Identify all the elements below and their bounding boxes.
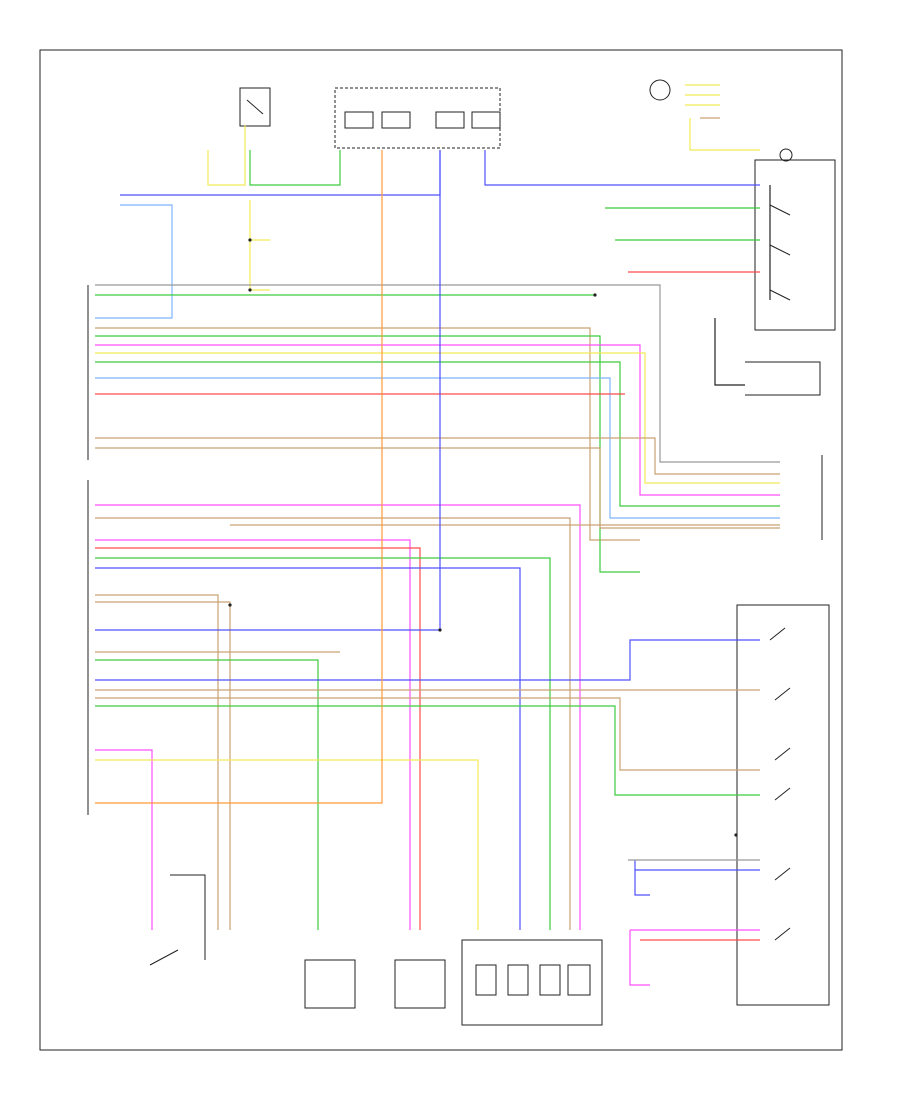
wire-pink-lower-1 [95, 504, 581, 930]
wire-yellow-gear [689, 118, 760, 151]
wire-black-switch [714, 185, 771, 386]
wire-yellow-top-1 [207, 125, 246, 186]
wire-blue-top [120, 150, 441, 196]
bottom-switch-outline [170, 874, 206, 960]
wire-red-lower-4 [95, 547, 421, 930]
wire-lightblue-8 [95, 377, 780, 519]
wire-brown-lower-7 [95, 594, 219, 930]
wire-yellow-lower-17 [95, 759, 479, 930]
wire-blue-lower-6 [95, 567, 521, 930]
wire-brown-3 [95, 327, 640, 541]
top-switch-box [239, 87, 271, 127]
ground-point-icon [779, 148, 793, 162]
wire-brown-lower-8 [95, 601, 231, 930]
solenoid-b-icon [507, 964, 529, 996]
solenoid-box-1 [304, 959, 356, 1009]
wire-green-lower-15 [95, 705, 760, 796]
fuse-2-icon [381, 111, 411, 129]
fuse-4-icon [471, 111, 501, 129]
solenoid-a-icon [475, 964, 497, 996]
wire-orange-lower-18 [95, 150, 383, 804]
fuse-block [334, 87, 501, 149]
wire-brown-lower-2 [95, 517, 571, 930]
wire-green-4 [95, 335, 640, 573]
bottom-switch-contact [149, 949, 179, 966]
sensor-switch-contacts [769, 627, 791, 941]
shift-position-sensor [736, 604, 830, 1006]
wire-green-lower-5 [95, 557, 551, 930]
fuse-1-icon [344, 111, 374, 129]
wire-blue-lower-12 [95, 639, 760, 681]
solenoid-group-box [461, 939, 603, 1026]
wire-pink-lower-16 [95, 749, 153, 930]
fuse-3-icon [435, 111, 465, 129]
wire-yellow-sensor [685, 84, 720, 106]
wire-green-top [249, 150, 341, 186]
wire-pink-lower-3 [95, 539, 411, 930]
junction-dots [228, 238, 738, 837]
switch-bracket [745, 361, 821, 396]
wire-lightblue-left [95, 204, 173, 319]
solenoid-d-icon [567, 964, 591, 996]
wire-green-lower-11 [95, 659, 319, 930]
wire-yellow-6 [95, 352, 780, 484]
gear-switch-contact-1 [769, 204, 791, 216]
wire-gray-1 [95, 284, 780, 463]
gear-switch-contact-3 [769, 289, 791, 301]
gear-selector-switch [754, 159, 836, 331]
wire-brown-10 [95, 437, 780, 475]
wire-blue-gear [484, 150, 760, 186]
solenoid-c-icon [539, 964, 561, 996]
gear-switch-contact-2 [769, 244, 791, 256]
wire-brown-lower-14 [95, 697, 760, 771]
sensor-circle-icon [649, 79, 671, 101]
wire-yellow-mid [249, 200, 270, 291]
diagram-border [39, 49, 843, 1051]
wire-pink-5 [95, 344, 780, 496]
wire-pink-sensor [629, 929, 760, 986]
wire-green-7 [95, 361, 780, 507]
wire-blue-sensor [634, 860, 760, 896]
solenoid-box-2 [394, 959, 446, 1009]
wire-brown-11 [95, 447, 780, 529]
top-switch-contact [246, 99, 264, 115]
